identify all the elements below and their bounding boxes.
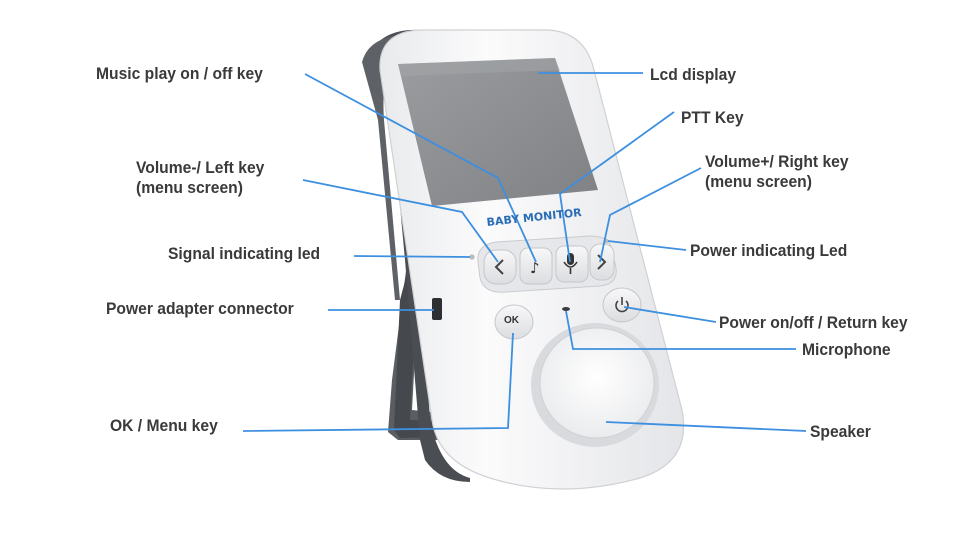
label-ok-menu-key: OK / Menu key	[110, 416, 218, 435]
label-volume-left-line1: Volume-/ Left key	[136, 158, 265, 177]
signal-led	[469, 254, 475, 260]
power-adapter-port	[432, 298, 442, 320]
lcd-screen	[398, 58, 598, 206]
ok-key-text: OK	[504, 315, 519, 326]
callout-lines	[242, 72, 807, 432]
label-music-key: Music play on / off key	[96, 64, 263, 83]
ok-menu-key[interactable]	[494, 304, 534, 340]
ptt-key[interactable]	[555, 245, 589, 283]
callout-ok	[242, 332, 514, 432]
callout-power-led	[607, 240, 687, 251]
callout-ptt	[559, 111, 675, 263]
label-volume-right-line1: Volume+/ Right key	[705, 152, 849, 171]
callout-volume-right	[599, 167, 702, 263]
label-power-adapter: Power adapter connector	[106, 299, 294, 318]
callout-music	[304, 73, 537, 263]
label-speaker: Speaker	[810, 422, 871, 441]
label-power-key: Power on/off / Return key	[719, 313, 908, 332]
music-note-icon: ♪	[530, 259, 540, 277]
microphone-hole	[562, 307, 570, 311]
label-ptt-key: PTT Key	[681, 108, 744, 127]
volume-right-key[interactable]	[589, 243, 615, 281]
label-volume-left-line2: (menu screen)	[136, 178, 243, 197]
callout-power-key	[623, 306, 717, 323]
power-icon	[615, 297, 629, 313]
speaker	[531, 323, 659, 447]
callout-microphone	[565, 310, 796, 350]
label-signal-led: Signal indicating led	[168, 244, 321, 263]
callout-speaker	[605, 421, 807, 432]
label-volume-left-key: Volume-/ Left key (menu screen)	[136, 158, 264, 198]
music-key[interactable]: ♪	[519, 247, 553, 285]
callout-signal-led	[353, 255, 471, 258]
chevron-left-icon	[494, 259, 504, 275]
volume-left-key[interactable]	[483, 249, 517, 285]
label-volume-right-line2: (menu screen)	[705, 172, 812, 191]
label-microphone: Microphone	[802, 340, 891, 359]
label-lcd-display: Lcd display	[650, 65, 737, 84]
label-power-led: Power indicating Led	[690, 241, 848, 260]
power-return-key[interactable]	[602, 287, 642, 323]
label-volume-right-key: Volume+/ Right key (menu screen)	[705, 152, 849, 192]
callout-volume-left	[302, 179, 499, 263]
